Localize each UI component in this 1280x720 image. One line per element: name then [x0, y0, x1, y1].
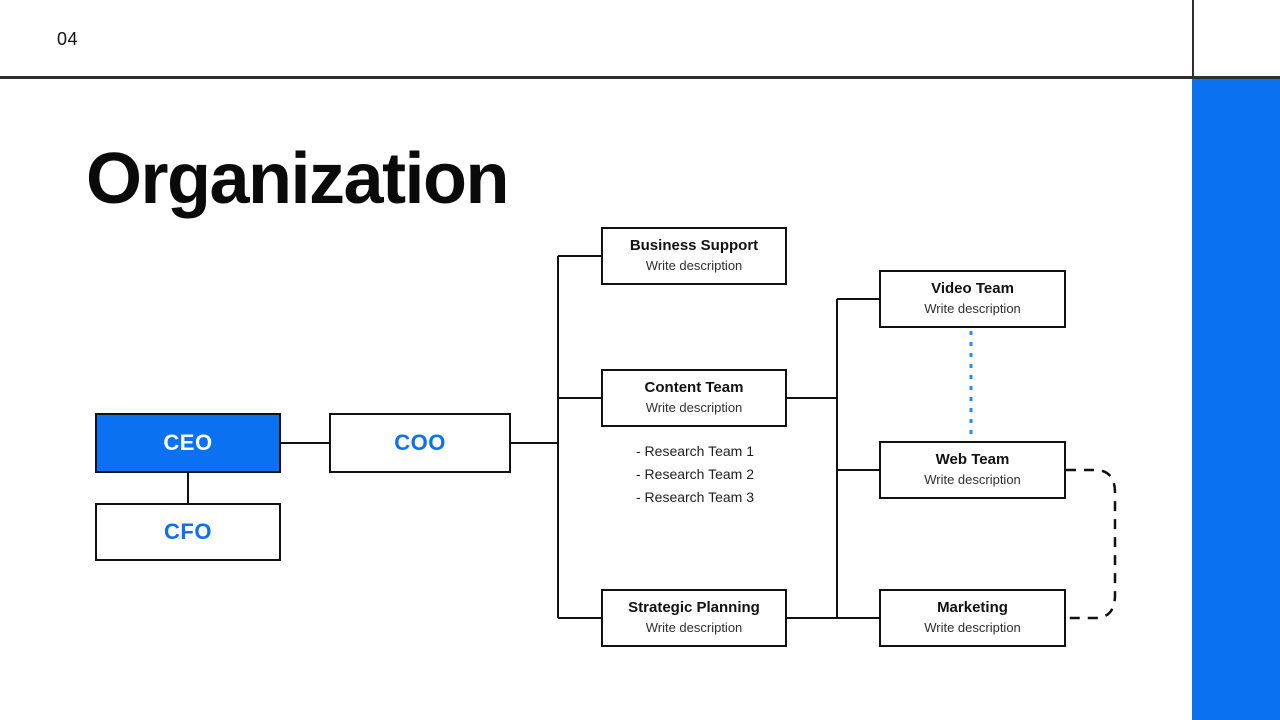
node-content-team[interactable]: Content Team Write description — [601, 369, 787, 427]
node-video-team-title: Video Team — [931, 280, 1014, 298]
research-team-list: - Research Team 1 - Research Team 2 - Re… — [636, 440, 754, 509]
node-marketing[interactable]: Marketing Write description — [879, 589, 1066, 647]
node-ceo[interactable]: CEO — [95, 413, 281, 473]
node-business-support-desc: Write description — [645, 258, 743, 274]
header-vertical-divider — [1192, 0, 1194, 78]
node-cfo[interactable]: CFO — [95, 503, 281, 561]
node-business-support[interactable]: Business Support Write description — [601, 227, 787, 285]
list-item: - Research Team 3 — [636, 489, 755, 505]
page-title: Organization — [86, 139, 510, 219]
node-strategic-planning[interactable]: Strategic Planning Write description — [601, 589, 787, 647]
page-number: 04 — [57, 29, 79, 49]
node-business-support-title: Business Support — [629, 237, 759, 255]
node-web-team-title: Web Team — [935, 451, 1010, 469]
edge-web-marketing-dashed — [1066, 468, 1117, 620]
node-strategic-planning-title: Strategic Planning — [628, 599, 760, 617]
node-coo-title: COO — [394, 429, 446, 455]
node-coo[interactable]: COO — [329, 413, 511, 473]
accent-bar — [1192, 79, 1280, 720]
node-video-team[interactable]: Video Team Write description — [879, 270, 1066, 328]
list-item: - Research Team 2 — [636, 466, 755, 482]
node-cfo-title: CFO — [164, 518, 212, 544]
node-strategic-planning-desc: Write description — [645, 620, 743, 636]
node-content-team-title: Content Team — [644, 379, 744, 397]
node-web-team[interactable]: Web Team Write description — [879, 441, 1066, 499]
node-content-team-desc: Write description — [645, 400, 743, 416]
node-ceo-title: CEO — [163, 429, 213, 455]
node-web-team-desc: Write description — [924, 472, 1021, 488]
header-divider — [0, 76, 1280, 79]
node-marketing-desc: Write description — [924, 620, 1021, 636]
node-video-team-desc: Write description — [924, 301, 1021, 317]
node-marketing-title: Marketing — [937, 599, 1008, 617]
list-item: - Research Team 1 — [636, 443, 755, 459]
